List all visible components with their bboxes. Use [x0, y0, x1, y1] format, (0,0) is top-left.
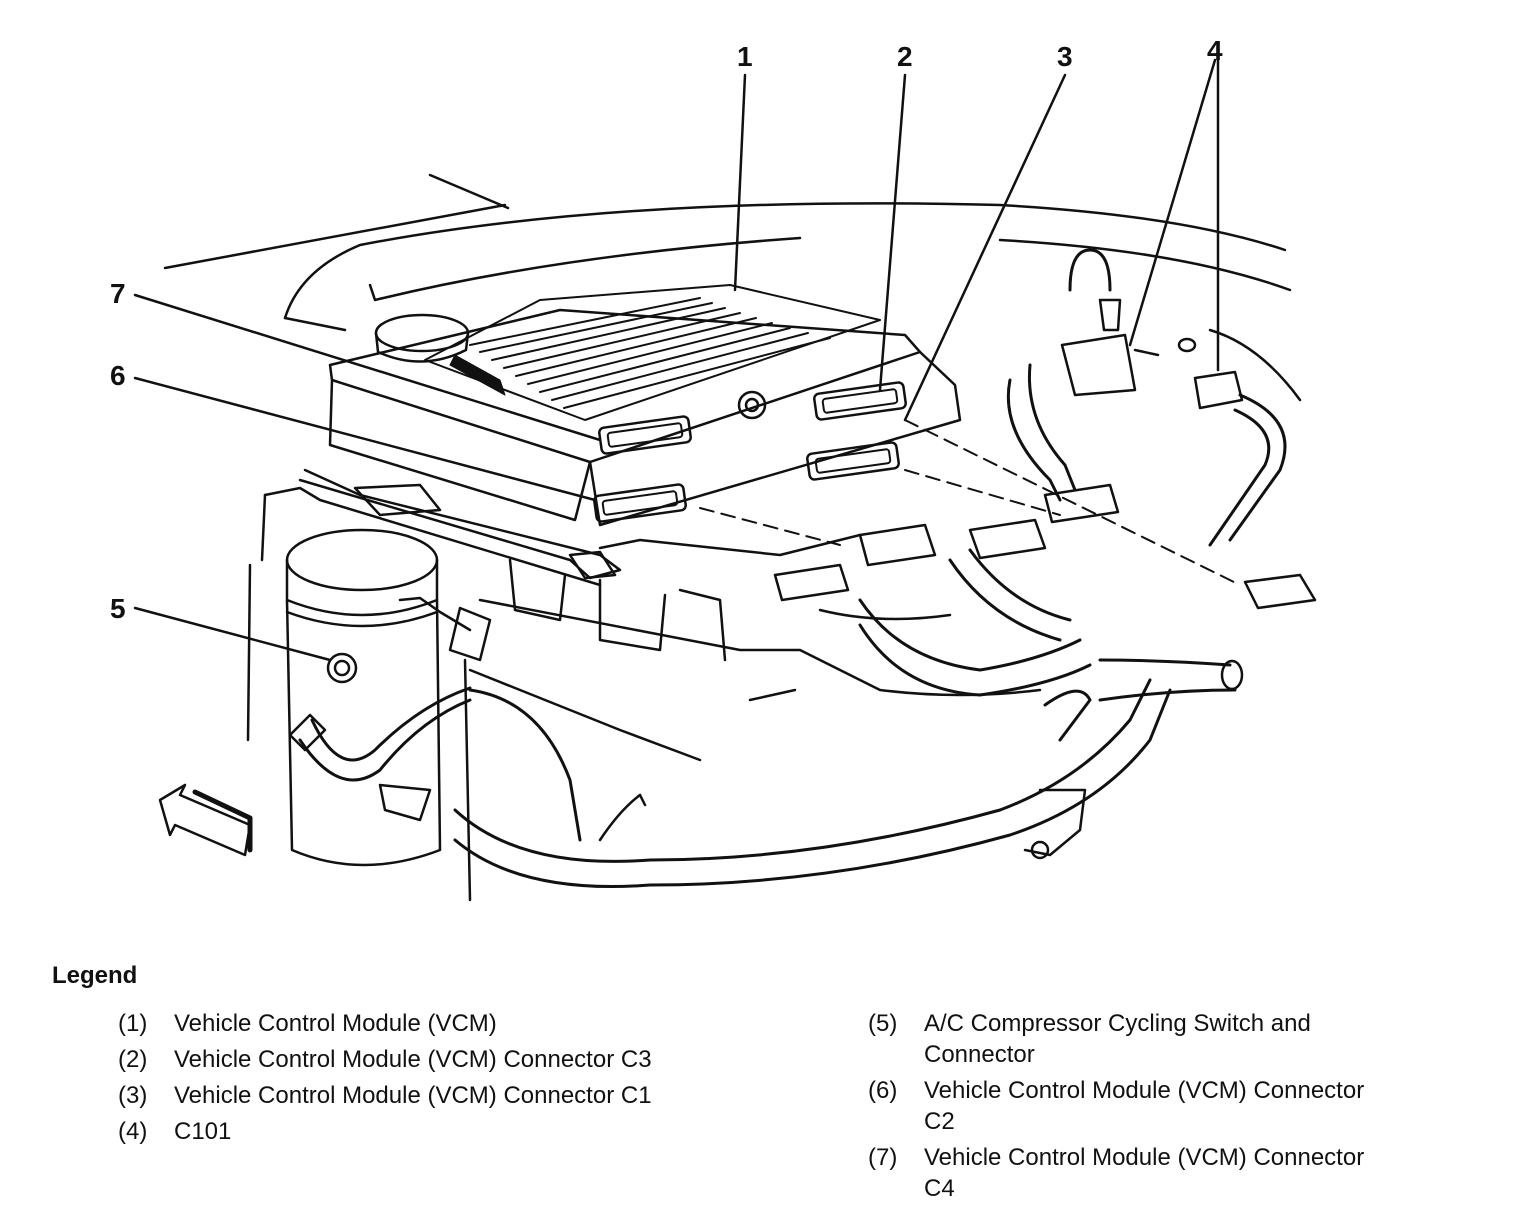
legend-title: Legend: [52, 962, 138, 989]
hose-clamp: [1023, 788, 1087, 860]
legend-item-text: Vehicle Control Module (VCM) Connector C…: [924, 1077, 1365, 1135]
legend-item-text: Vehicle Control Module (VCM): [174, 1010, 497, 1037]
engine-block: [246, 486, 1042, 762]
legend-item-number: (3): [118, 1082, 148, 1109]
legend-item: (4) C101: [118, 1116, 734, 1147]
callout-1: 1: [737, 41, 753, 72]
legend-item-number: (7): [868, 1144, 898, 1171]
callout-6: 6: [110, 360, 126, 391]
legend-item-text: Vehicle Control Module (VCM) Connector C…: [174, 1046, 652, 1073]
callout-7: 7: [110, 278, 126, 309]
legend-item-number: (6): [868, 1077, 898, 1104]
vcm-module: [328, 284, 962, 527]
legend-item: (5) A/C Compressor Cycling Switch and Co…: [868, 1008, 1394, 1070]
harness-connectors: [773, 370, 1317, 610]
legend-item-number: (1): [118, 1010, 148, 1037]
legend-item-text: Vehicle Control Module (VCM) Connector C…: [174, 1082, 652, 1109]
legend-item-text: C101: [174, 1118, 232, 1145]
wiring-harness: [288, 363, 1287, 889]
reservoir-cap: [374, 313, 470, 363]
callout-2: 2: [897, 41, 913, 72]
module-bracket: [298, 468, 862, 580]
c101-bracket: [1060, 248, 1197, 397]
routing-dashes: [699, 419, 1241, 586]
callout-3: 3: [1057, 41, 1073, 72]
legend-item-text: Vehicle Control Module (VCM) Connector C…: [924, 1144, 1365, 1202]
legend-item-number: (2): [118, 1046, 148, 1073]
legend-column-right: (5) A/C Compressor Cycling Switch and Co…: [868, 1008, 1394, 1209]
legend-item: (6) Vehicle Control Module (VCM) Connect…: [868, 1075, 1394, 1137]
leader-lines: [133, 58, 1220, 902]
legend-item: (2) Vehicle Control Module (VCM) Connect…: [118, 1044, 734, 1075]
legend-item: (1) Vehicle Control Module (VCM): [118, 1008, 734, 1039]
accumulator-canister: [285, 528, 492, 867]
callout-5: 5: [110, 593, 126, 624]
callout-4: 4: [1207, 35, 1223, 66]
forward-direction-arrow-icon: [158, 783, 253, 857]
legend-item: (7) Vehicle Control Module (VCM) Connect…: [868, 1142, 1394, 1204]
legend-item: (3) Vehicle Control Module (VCM) Connect…: [118, 1080, 734, 1111]
legend-column-left: (1) Vehicle Control Module (VCM) (2) Veh…: [118, 1008, 734, 1152]
engine-compartment-diagram: 1 2 3 4 5 6 7: [110, 35, 1317, 902]
legend-item-number: (4): [118, 1118, 148, 1145]
legend-item-text: A/C Compressor Cycling Switch and Connec…: [924, 1010, 1311, 1068]
legend-item-number: (5): [868, 1010, 898, 1037]
